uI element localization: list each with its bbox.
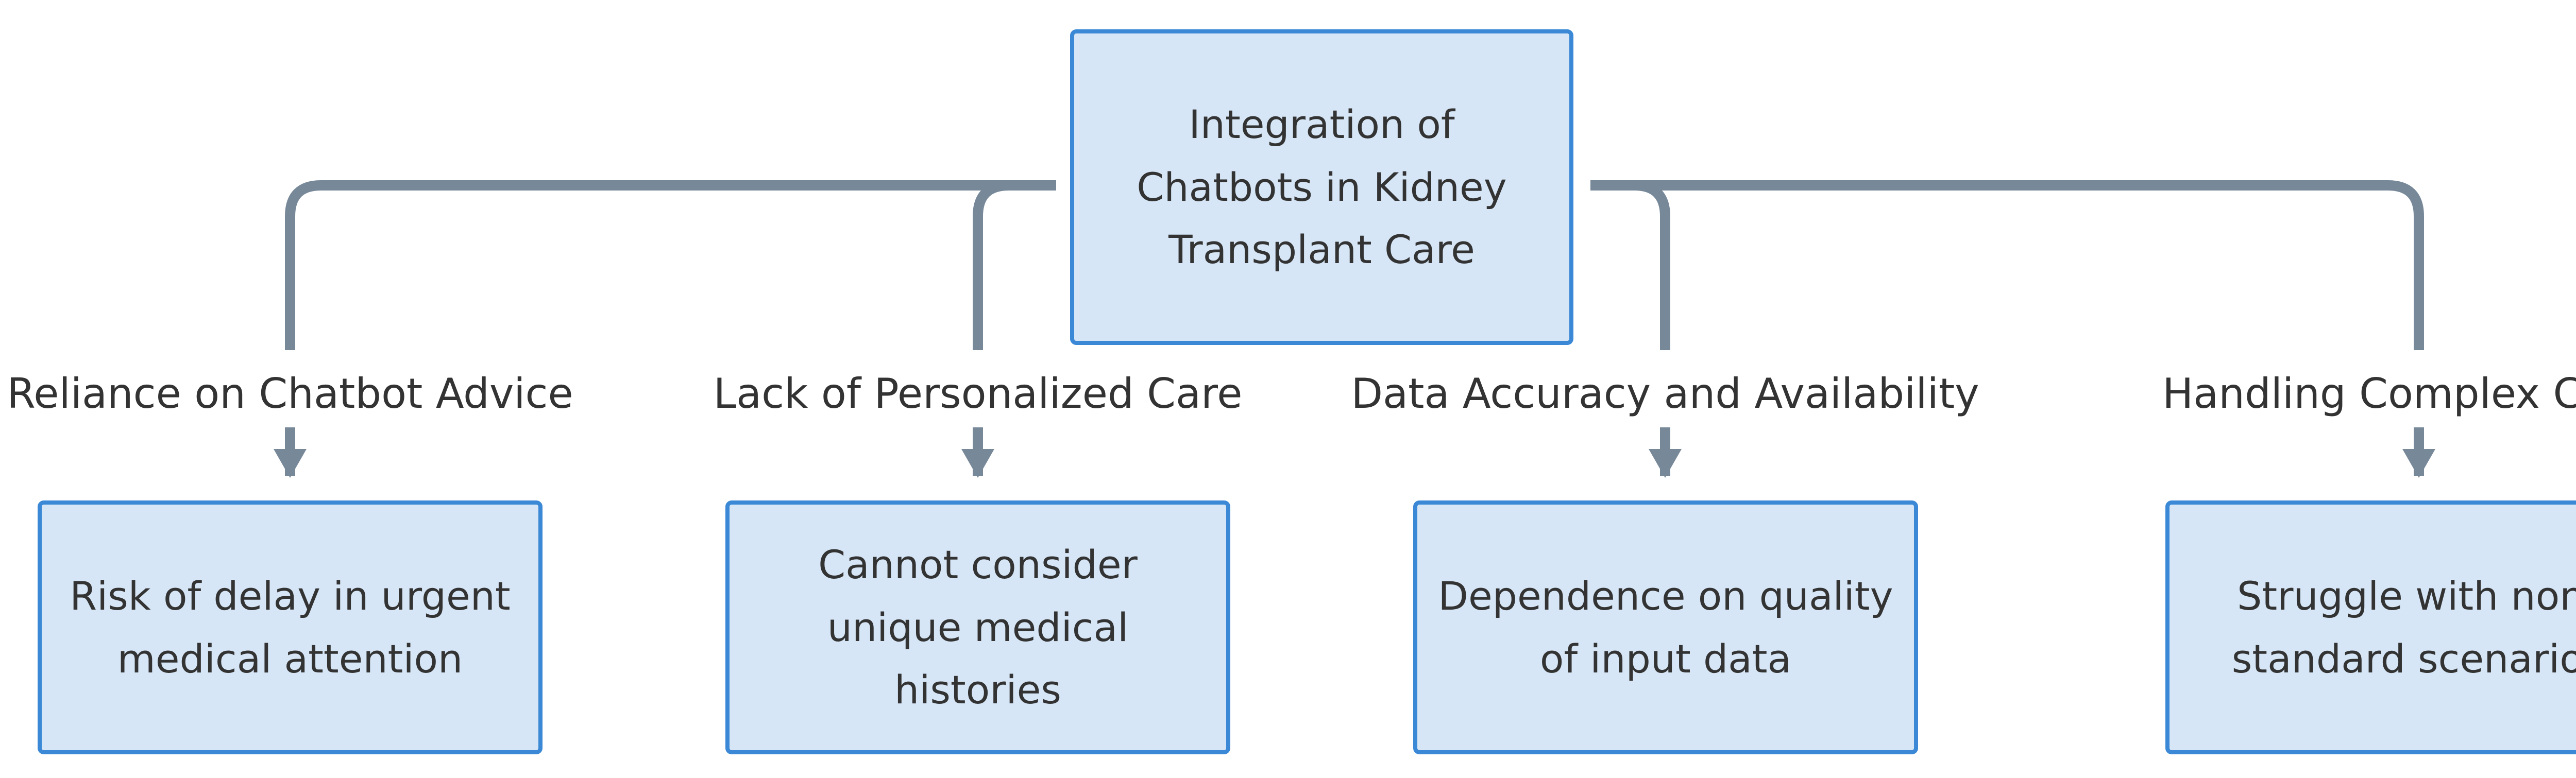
root-node-label: Integration of Chatbots in Kidney Transp… (1137, 101, 1507, 273)
child-node-non-standard-scenarios: Struggle with non-standard scenarios (2165, 500, 2576, 754)
child-node-risk-of-delay: Risk of delay in urgent medical attentio… (38, 500, 543, 754)
child-node-unique-medical-histories: Cannot consider unique medical histories (725, 500, 1230, 754)
edge-label-handling-complex-cases: Handling Complex Cases (2157, 373, 2576, 414)
child-node-quality-of-input-data-label: Dependence on quality of input data (1438, 573, 1893, 682)
edge-label-reliance-on-chatbot-advice: Reliance on Chatbot Advice (2, 373, 579, 414)
edge-label-data-accuracy-and-availability: Data Accuracy and Availability (1346, 373, 1985, 414)
child-node-risk-of-delay-label: Risk of delay in urgent medical attentio… (70, 573, 511, 682)
child-node-non-standard-scenarios-label: Struggle with non-standard scenarios (2231, 573, 2576, 682)
connector-handling-complex-cases (1590, 180, 2424, 350)
connector-reliance-on-chatbot-advice (285, 180, 1056, 350)
connector-data-accuracy-and-availability (1590, 180, 1670, 350)
child-node-unique-medical-histories-label: Cannot consider unique medical histories (818, 542, 1138, 713)
child-node-quality-of-input-data: Dependence on quality of input data (1413, 500, 1918, 754)
edge-label-lack-of-personalized-care: Lack of Personalized Care (708, 373, 1248, 414)
connector-lack-of-personalized-care (973, 180, 1056, 350)
root-node: Integration of Chatbots in Kidney Transp… (1070, 29, 1573, 345)
